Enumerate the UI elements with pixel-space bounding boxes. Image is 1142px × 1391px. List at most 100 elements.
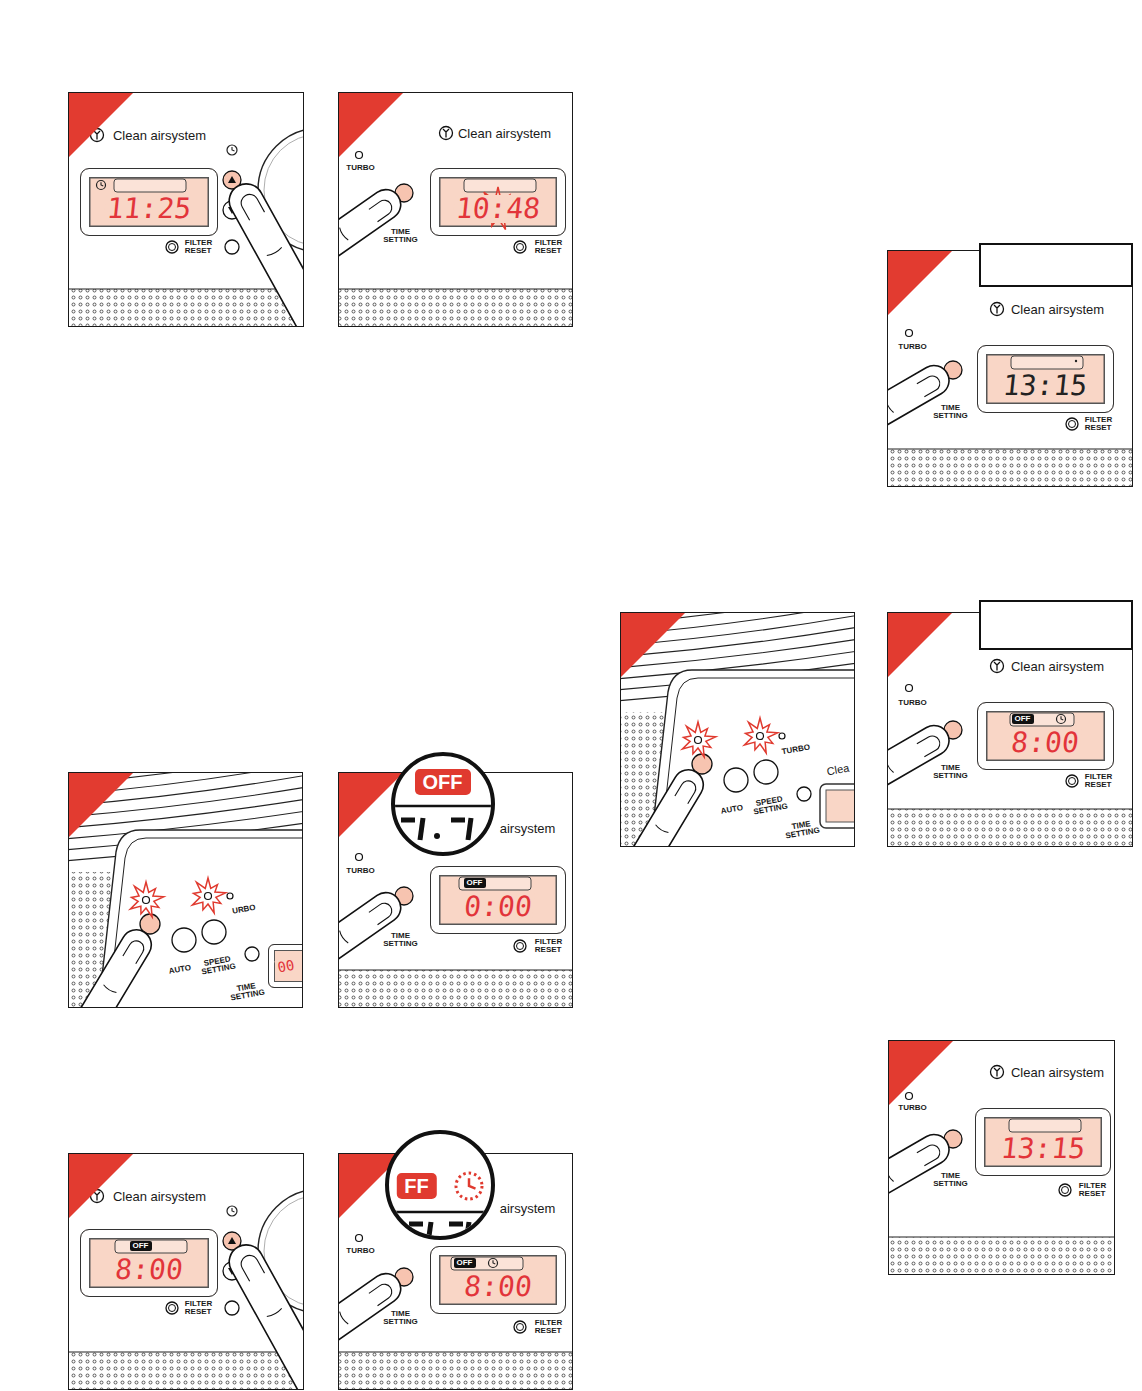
time-readout: 0:00 xyxy=(460,893,534,921)
zoom-divider xyxy=(389,1210,491,1213)
lcd-display: 11:25 xyxy=(80,168,218,236)
zoom-callout: OFF xyxy=(391,752,495,856)
grille-edge xyxy=(887,808,1133,809)
digit-segment xyxy=(401,817,415,822)
brand-logo: airsystem xyxy=(500,821,556,834)
grille-edge xyxy=(338,969,573,970)
clock-hands xyxy=(101,182,103,186)
finger xyxy=(68,924,157,1008)
knuckle-line xyxy=(103,985,117,994)
clock-icon xyxy=(227,1206,237,1216)
digit-segment xyxy=(449,1221,463,1226)
control-panel: Clean airsystemFILTER RESET11:25 xyxy=(68,92,304,327)
status-window xyxy=(115,1240,187,1253)
status-dot xyxy=(1074,359,1076,361)
button-label: AUTO xyxy=(168,963,192,975)
fingernail xyxy=(238,1252,264,1281)
fingernail xyxy=(917,373,943,396)
speaker-grille xyxy=(338,970,573,1008)
filter-reset-button xyxy=(1059,1184,1071,1196)
control-panel: Clean airsystemTURBOTIME SETTINGFILTER R… xyxy=(888,1040,1115,1275)
fingernail xyxy=(917,733,943,756)
status-window xyxy=(114,179,186,192)
filter-reset-button xyxy=(1069,778,1076,785)
button-label: TIME SETTING xyxy=(783,818,820,841)
filter-reset-button xyxy=(514,241,526,253)
digit-segment xyxy=(409,1221,423,1226)
finger-outline xyxy=(68,924,157,1008)
button-label: TIME SETTING xyxy=(383,931,418,948)
zoom-callout: FF xyxy=(385,1130,495,1240)
time-readout: 11:25 xyxy=(103,195,194,223)
time-readout: 13:15 xyxy=(999,372,1090,400)
button-label: TURBO xyxy=(898,342,926,350)
lcd-screen xyxy=(826,790,855,822)
fingernail xyxy=(369,1281,395,1305)
off-indicator: OFF xyxy=(464,878,486,888)
time-readout: 8:00 xyxy=(460,1273,534,1301)
time-readout: 13:15 xyxy=(997,1135,1088,1163)
button-label: FILTER RESET xyxy=(535,1318,562,1335)
filter-reset-button xyxy=(169,244,176,251)
up-arrow xyxy=(228,176,236,183)
panel-art xyxy=(620,612,855,847)
panel-art xyxy=(888,1040,1115,1275)
control-panel: Clean airsystemTURBOTIME SETTINGFILTER R… xyxy=(887,612,1133,847)
logo-icon xyxy=(994,662,1000,671)
grille-edge xyxy=(68,1351,304,1352)
fingernail xyxy=(123,938,147,964)
speaker-grille xyxy=(338,289,573,327)
logo-icon xyxy=(991,660,1004,673)
off-indicator: OFF xyxy=(1012,714,1034,724)
knuckle-line xyxy=(338,931,348,944)
button xyxy=(245,947,259,961)
control-panel: URBOAUTOSPEED SETTINGTIME SETTING00 xyxy=(68,772,303,1008)
lcd-display: OFF 0:00 xyxy=(430,866,566,934)
speaker-grille xyxy=(68,289,304,327)
logo-icon xyxy=(94,1192,100,1201)
panel-art xyxy=(338,92,573,327)
knuckle-line xyxy=(338,1312,348,1325)
status-window xyxy=(464,179,536,192)
button xyxy=(172,928,196,952)
button-label: TIME SETTING xyxy=(933,403,968,420)
control-panel: TURBOAUTOSPEED SETTINGTIME SETTINGClea xyxy=(620,612,855,847)
filter-reset-button xyxy=(1066,418,1078,430)
indicator-led xyxy=(906,1093,913,1100)
indicator-led xyxy=(143,897,150,904)
button-label: TURBO xyxy=(346,163,374,171)
button-label: FILTER RESET xyxy=(535,937,562,954)
button-label: URBO xyxy=(231,903,256,915)
corner-flag xyxy=(620,612,686,678)
control-panel: Clean airsystemFILTER RESETOFF8:00 xyxy=(68,1153,304,1390)
clock-icon xyxy=(1056,714,1065,723)
speaker-grille xyxy=(338,1352,573,1390)
fingernail xyxy=(675,778,699,804)
indicator-led xyxy=(205,893,212,900)
corner-flag xyxy=(68,92,134,158)
button xyxy=(754,760,778,784)
logo-icon xyxy=(991,303,1004,316)
finger xyxy=(338,184,407,306)
lcd-display xyxy=(820,784,855,828)
finger xyxy=(620,764,709,847)
panel-art xyxy=(68,1153,304,1390)
fingernail xyxy=(369,900,395,924)
button-label: TURBO xyxy=(898,1103,926,1111)
zoom-divider xyxy=(395,804,491,807)
clock-hands xyxy=(493,1260,495,1264)
brand-logo: airsystem xyxy=(500,1201,556,1214)
button xyxy=(225,1301,239,1315)
fingernail xyxy=(369,197,395,221)
time-readout: 10:48 xyxy=(452,195,543,223)
speaker-grille xyxy=(887,809,1133,847)
digit-dot xyxy=(434,833,440,839)
indicator-led xyxy=(356,152,363,159)
status-window xyxy=(1009,1119,1081,1132)
finger-outline xyxy=(338,1268,407,1390)
brand-logo: Clean airsystem xyxy=(1011,302,1104,315)
button-label: TIME SETTING xyxy=(383,1309,418,1326)
button xyxy=(225,240,239,254)
flash-star xyxy=(682,722,715,757)
